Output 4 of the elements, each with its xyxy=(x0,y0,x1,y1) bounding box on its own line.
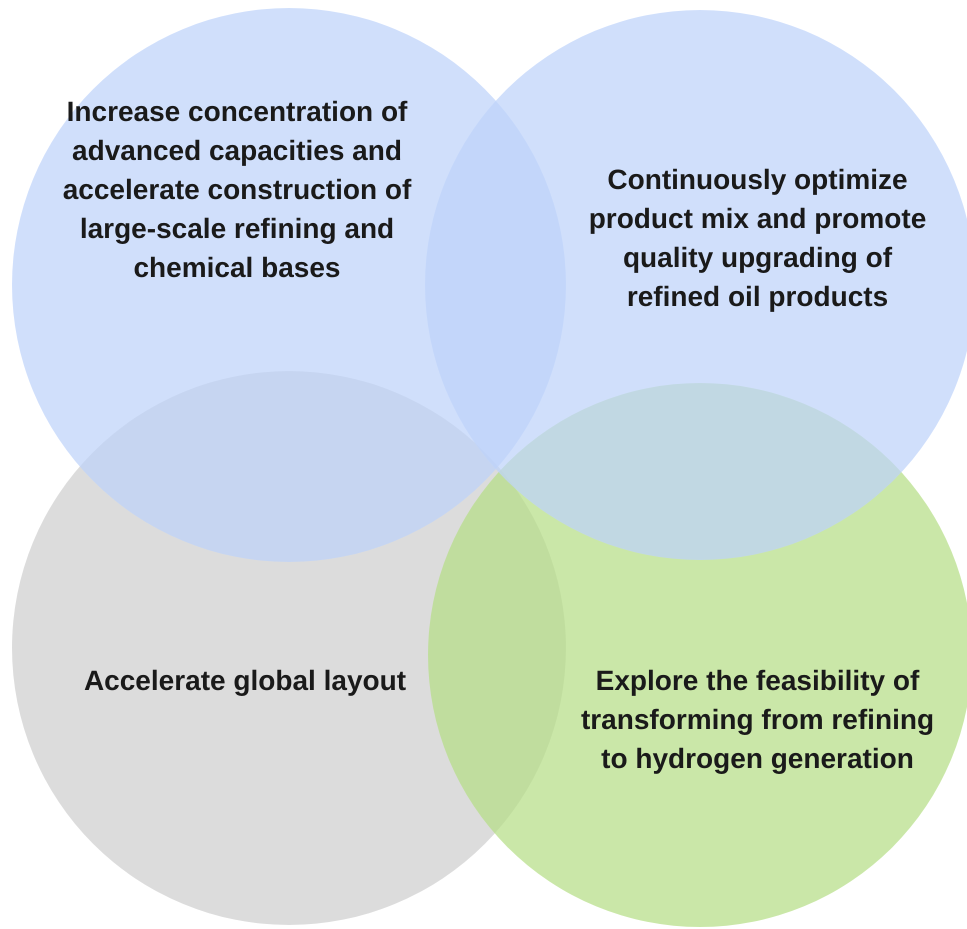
circle-text: Continuously optimize product mix and promote quality upgrading of refined oil products xyxy=(588,163,928,314)
circle-text: Accelerate global layout xyxy=(82,664,408,698)
circle-text: Explore the feasibility of transforming from refining to hydrogen generation xyxy=(580,664,935,776)
circle-text: Increase concentration of advanced capacities and accelerate construction of large-scale refining and chemical bases xyxy=(62,95,412,285)
